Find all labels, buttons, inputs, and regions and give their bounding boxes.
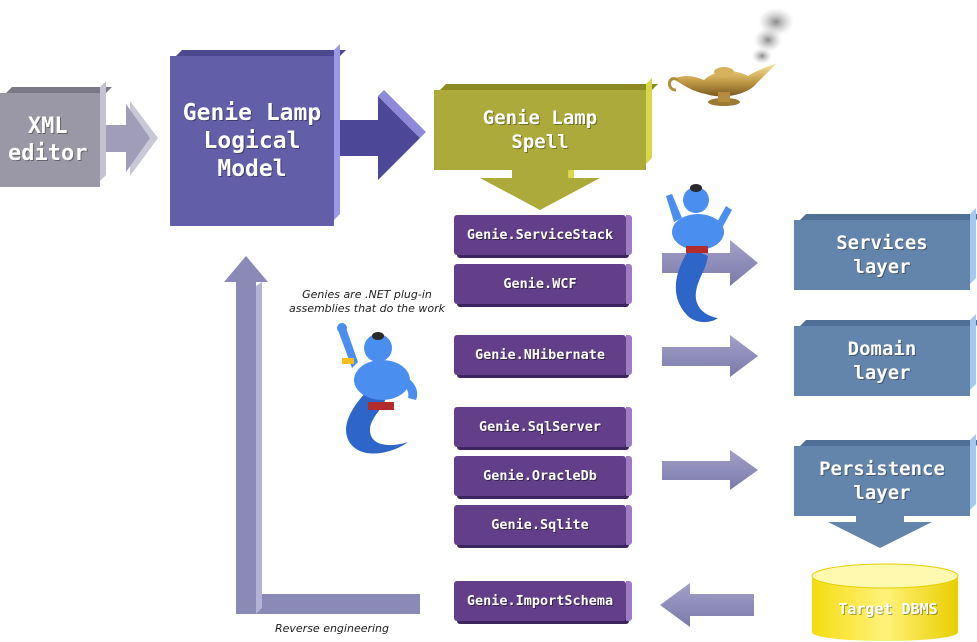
plugin-nhibernate: Genie.NHibernate: [454, 335, 632, 375]
logical-model-label: Genie Lamp Logical Model: [182, 100, 322, 182]
plugin-servicestack: Genie.ServiceStack: [454, 215, 632, 255]
database-icon: [811, 563, 959, 641]
xml-editor-box: XML editor: [0, 93, 100, 187]
spell-label: Genie Lamp Spell: [482, 107, 598, 153]
domain-layer-label: Domain layer: [847, 338, 917, 384]
arrow-plugins-to-persistence: [662, 450, 758, 490]
arrow-plugins-to-services: [662, 240, 758, 286]
persistence-layer-label: Persistence layer: [819, 458, 945, 504]
arrow-reverse-engineering: [224, 256, 420, 614]
xml-editor-label: XML editor: [8, 114, 88, 166]
domain-layer-box: Domain layer: [794, 326, 970, 396]
arrow-model-to-spell: [340, 90, 426, 180]
reverse-engineering-note: Reverse engineering: [274, 622, 390, 635]
small-genie-icon: [666, 184, 732, 323]
arrow-plugins-to-domain: [662, 335, 758, 377]
genie-icon: [337, 323, 418, 454]
database-label: Target DBMS: [838, 600, 938, 618]
plugin-wcf: Genie.WCF: [454, 264, 632, 304]
genie-lamp-icon: [668, 8, 794, 106]
services-layer-box: Services layer: [794, 220, 970, 290]
arrow-spell-down: [480, 170, 606, 210]
arrow-xml-to-model: [101, 101, 158, 176]
persistence-layer-box: Persistence layer: [794, 446, 970, 516]
genies-note: Genies are .NET plug-in assemblies that …: [289, 288, 445, 315]
services-layer-label: Services layer: [836, 232, 928, 278]
plugin-oracledb: Genie.OracleDb: [454, 456, 632, 496]
plugin-importschema: Genie.ImportSchema: [454, 581, 632, 621]
plugin-sqlserver: Genie.SqlServer: [454, 407, 632, 447]
arrow-persistence-down: [828, 516, 932, 548]
arrow-db-to-import: [660, 583, 754, 627]
spell-box: Genie Lamp Spell: [434, 90, 646, 170]
plugin-sqlite: Genie.Sqlite: [454, 505, 632, 545]
logical-model-box: Genie Lamp Logical Model: [170, 56, 334, 226]
